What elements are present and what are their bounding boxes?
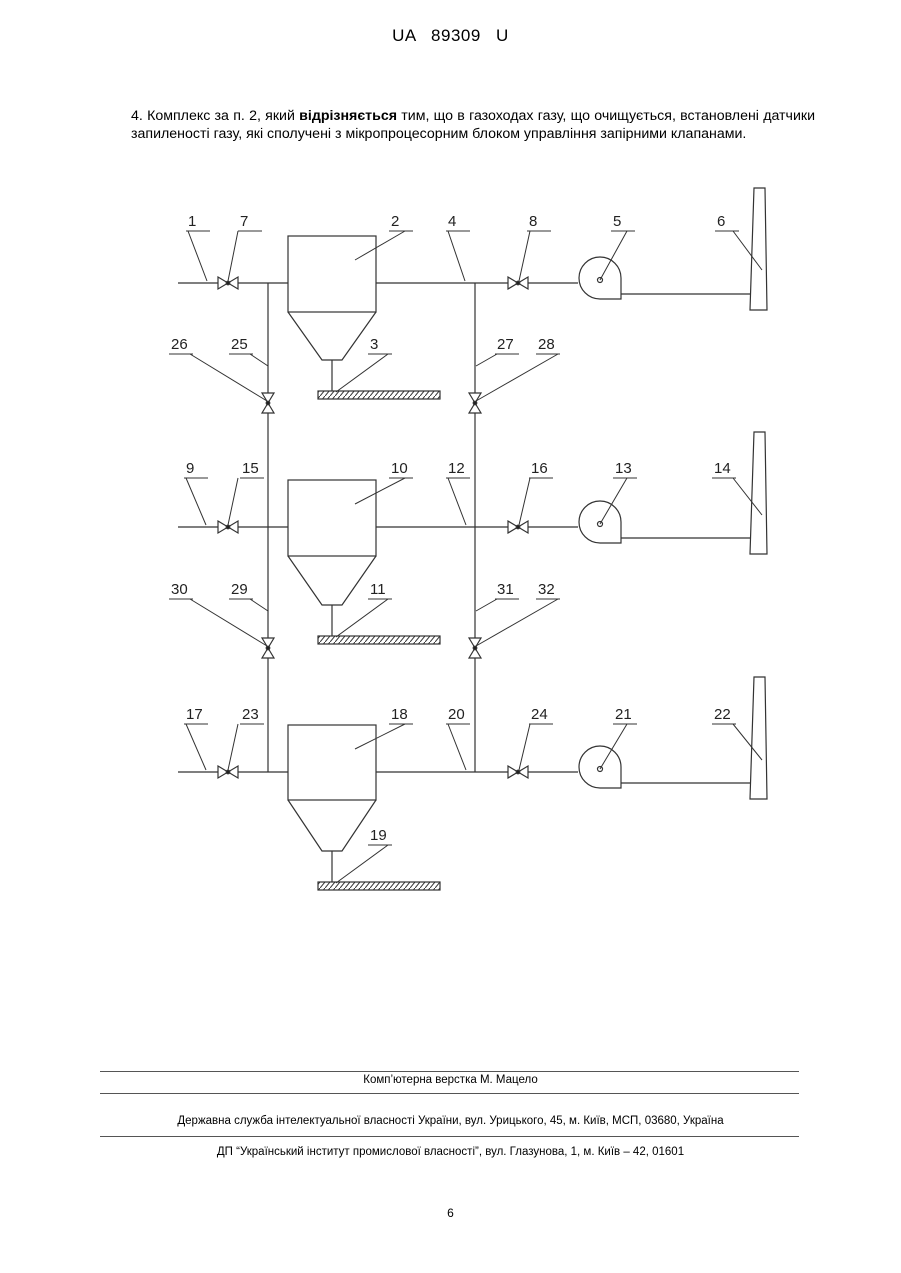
leader-line-19 — [336, 845, 392, 883]
gas-cleaning-scheme-diagram: 1724856262532728915101216131430291131321… — [0, 0, 901, 910]
callout-label-27: 27 — [497, 336, 514, 353]
callout-label-11: 11 — [370, 581, 386, 598]
footer-rule-top — [100, 1071, 799, 1072]
leader-line-29 — [229, 599, 268, 611]
footer-institute: ДП “Український інститут промислової вла… — [0, 1146, 901, 1158]
callout-label-32: 32 — [538, 581, 555, 598]
chimney-stack — [750, 432, 767, 554]
leader-line-16 — [519, 478, 553, 525]
callout-label-18: 18 — [391, 706, 408, 723]
callout-label-22: 22 — [714, 706, 731, 723]
callout-label-8: 8 — [529, 213, 537, 230]
callout-label-10: 10 — [391, 460, 408, 477]
leader-line-30 — [169, 599, 267, 646]
dust-collector — [288, 725, 376, 800]
footer-rule-bottom — [100, 1136, 799, 1137]
leader-line-32 — [476, 599, 560, 646]
callout-label-29: 29 — [231, 581, 248, 598]
callout-label-24: 24 — [531, 706, 548, 723]
leader-line-20 — [446, 724, 470, 770]
callout-label-2: 2 — [391, 213, 399, 230]
callout-label-4: 4 — [448, 213, 456, 230]
callout-label-20: 20 — [448, 706, 465, 723]
leader-line-18 — [355, 724, 413, 749]
leader-line-17 — [184, 724, 208, 770]
callout-label-21: 21 — [615, 706, 632, 723]
callout-label-6: 6 — [717, 213, 725, 230]
callout-label-16: 16 — [531, 460, 548, 477]
leader-line-15 — [228, 478, 264, 525]
callout-label-23: 23 — [242, 706, 259, 723]
leader-line-25 — [229, 354, 268, 366]
callout-label-7: 7 — [240, 213, 248, 230]
leader-line-14 — [712, 478, 762, 515]
cleaning-line-2 — [178, 432, 767, 644]
collector-hopper — [288, 312, 376, 360]
leader-line-23 — [228, 724, 264, 770]
leader-line-8 — [519, 231, 551, 281]
leader-line-5 — [600, 231, 635, 280]
chimney-stack — [750, 188, 767, 310]
dust-collector — [288, 480, 376, 556]
leader-line-24 — [519, 724, 553, 770]
leader-line-27 — [476, 354, 519, 366]
leader-line-13 — [600, 478, 637, 524]
leader-line-7 — [228, 231, 262, 281]
callout-label-30: 30 — [171, 581, 188, 598]
leader-line-10 — [355, 478, 413, 504]
callout-label-3: 3 — [370, 336, 378, 353]
leader-line-31 — [476, 599, 519, 611]
callout-label-17: 17 — [186, 706, 203, 723]
callout-label-1: 1 — [188, 213, 196, 230]
callout-label-31: 31 — [497, 581, 514, 598]
leader-line-26 — [169, 354, 267, 401]
leader-line-28 — [476, 354, 560, 401]
leader-line-1 — [186, 231, 210, 281]
page-number: 6 — [0, 1206, 901, 1220]
footer-agency: Державна служба інтелектуальної власност… — [0, 1115, 901, 1127]
callout-label-12: 12 — [448, 460, 465, 477]
leader-line-4 — [446, 231, 470, 281]
callout-label-13: 13 — [615, 460, 632, 477]
callout-label-9: 9 — [186, 460, 194, 477]
chimney-stack — [750, 677, 767, 799]
footer-rule-middle — [100, 1093, 799, 1094]
callout-label-25: 25 — [231, 336, 248, 353]
callout-label-28: 28 — [538, 336, 555, 353]
collector-hopper — [288, 800, 376, 851]
cleaning-line-1 — [178, 188, 767, 399]
collector-hopper — [288, 556, 376, 605]
footer-layout-credit: Комп’ютерна верстка М. Мацело — [0, 1074, 901, 1086]
dust-collector — [288, 236, 376, 312]
cleaning-line-3 — [178, 677, 767, 890]
callout-label-19: 19 — [370, 827, 387, 844]
leader-line-2 — [355, 231, 413, 260]
leader-line-12 — [446, 478, 470, 525]
callout-label-15: 15 — [242, 460, 259, 477]
leader-line-11 — [336, 599, 392, 637]
callout-label-26: 26 — [171, 336, 188, 353]
leader-line-6 — [715, 231, 762, 270]
leader-line-3 — [336, 354, 392, 392]
leader-line-9 — [184, 478, 208, 525]
callout-label-5: 5 — [613, 213, 621, 230]
callout-label-14: 14 — [714, 460, 731, 477]
leader-line-22 — [712, 724, 762, 760]
